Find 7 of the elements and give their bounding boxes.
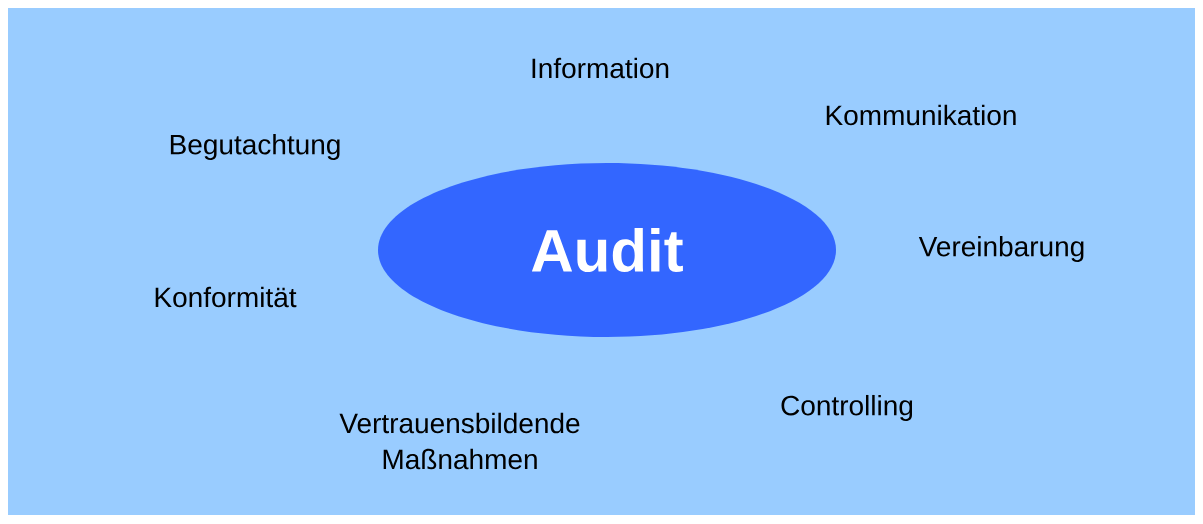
label: Kommunikation <box>826 104 1016 126</box>
label: Vereinbarung <box>918 235 1084 263</box>
label: Vertrauensbildende Maßnahmen <box>339 412 580 470</box>
label: Konformität <box>155 286 297 308</box>
label: Begutachtung <box>170 133 340 161</box>
label: Controlling <box>781 394 913 422</box>
label: Information <box>532 57 669 79</box>
